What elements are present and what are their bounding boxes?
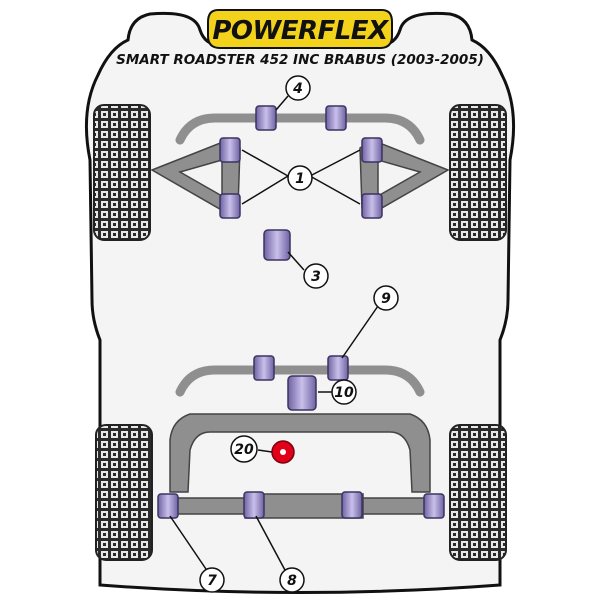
- bush-part-10: [287, 375, 317, 411]
- bush-wishbone-fr-lower: [361, 193, 383, 219]
- bush-arb-rear-left: [253, 355, 275, 381]
- callout-9-label: 9: [381, 291, 391, 307]
- logo-text: POWERFLEX: [212, 16, 390, 46]
- bush-rear-arm-left: [157, 493, 179, 519]
- bush-arb-front-left: [255, 105, 277, 131]
- callout-20: 20: [230, 435, 258, 463]
- wheel-rear-left: [95, 424, 153, 561]
- callout-3: 3: [303, 263, 329, 289]
- leader-lines: [169, 95, 379, 573]
- bush-part-3: [263, 229, 291, 261]
- callout-4-label: 4: [292, 81, 303, 97]
- callout-10-label: 10: [334, 385, 354, 401]
- callout-4: 4: [285, 75, 311, 101]
- bush-arb-front-right: [325, 105, 347, 131]
- bush-arb-rear-right: [327, 355, 349, 381]
- rear-anti-roll-bar: [175, 365, 425, 397]
- callout-9: 9: [373, 285, 399, 311]
- front-wishbone-left: [150, 139, 241, 213]
- bush-wishbone-fl-lower: [219, 193, 241, 219]
- wheel-rear-right: [449, 424, 507, 561]
- part-20-red-mount: [271, 440, 295, 464]
- callout-3-label: 3: [311, 269, 321, 285]
- wheel-front-right: [449, 104, 507, 241]
- callout-8: 8: [279, 567, 305, 593]
- callout-8-label: 8: [287, 573, 297, 589]
- rear-subframe: [169, 413, 431, 493]
- callout-20-label: 20: [234, 442, 254, 458]
- wheel-front-left: [93, 104, 151, 241]
- callout-10: 10: [331, 379, 357, 405]
- callout-7: 7: [199, 567, 225, 593]
- bush-rear-arm-right: [423, 493, 445, 519]
- callout-1: 1: [287, 165, 313, 191]
- bush-wishbone-fr-upper: [361, 137, 383, 163]
- callout-1-label: 1: [295, 171, 305, 187]
- vehicle-title: SMART ROADSTER 452 INC BRABUS (2003-2005…: [116, 52, 484, 68]
- powerflex-logo: POWERFLEX: [207, 9, 393, 49]
- callout-7-label: 7: [207, 573, 217, 589]
- bush-wishbone-fl-upper: [219, 137, 241, 163]
- front-anti-roll-bar: [175, 113, 425, 145]
- bush-rear-arm-center-right: [341, 491, 363, 519]
- bush-rear-arm-center-left: [243, 491, 265, 519]
